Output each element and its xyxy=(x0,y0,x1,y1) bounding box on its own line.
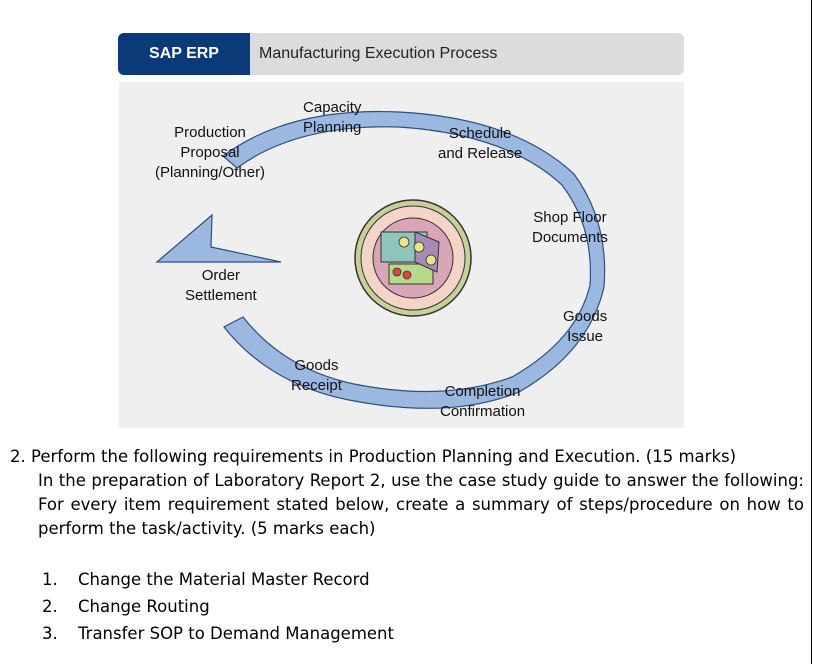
question-title: Perform the following requirements in Pr… xyxy=(31,447,736,466)
question-instructions: In the preparation of Laboratory Report … xyxy=(38,469,804,541)
step-order-settlement: Order Settlement xyxy=(185,266,257,306)
list-item: 2.Change Routing xyxy=(42,595,394,622)
question-heading: 2. Perform the following requirements in… xyxy=(10,445,736,469)
sap-erp-tag: SAP ERP xyxy=(118,33,250,75)
question-number: 2. xyxy=(10,447,26,466)
list-item: 3.Transfer SOP to Demand Management xyxy=(42,622,394,649)
cycle-arrowhead xyxy=(157,215,281,262)
step-schedule-and-release: Schedule and Release xyxy=(438,124,522,164)
factory-production-line-icon xyxy=(355,200,471,316)
step-completion-confirmation: Completion Confirmation xyxy=(440,382,525,422)
diagram-title: Manufacturing Execution Process xyxy=(259,33,497,75)
list-item: 1.Change the Material Master Record xyxy=(42,568,394,595)
manufacturing-cycle-diagram: Capacity Planning Production Proposal (P… xyxy=(119,82,684,428)
step-capacity-planning: Capacity Planning xyxy=(303,98,361,138)
step-production-proposal: Production Proposal (Planning/Other) xyxy=(155,123,265,183)
step-goods-issue: Goods Issue xyxy=(563,307,607,347)
page-right-border xyxy=(811,0,812,664)
diagram-header: SAP ERP Manufacturing Execution Process xyxy=(118,33,684,75)
requirement-list: 1.Change the Material Master Record 2.Ch… xyxy=(42,568,394,649)
step-shop-floor-documents: Shop Floor Documents xyxy=(532,208,608,248)
step-goods-receipt: Goods Receipt xyxy=(291,356,342,396)
